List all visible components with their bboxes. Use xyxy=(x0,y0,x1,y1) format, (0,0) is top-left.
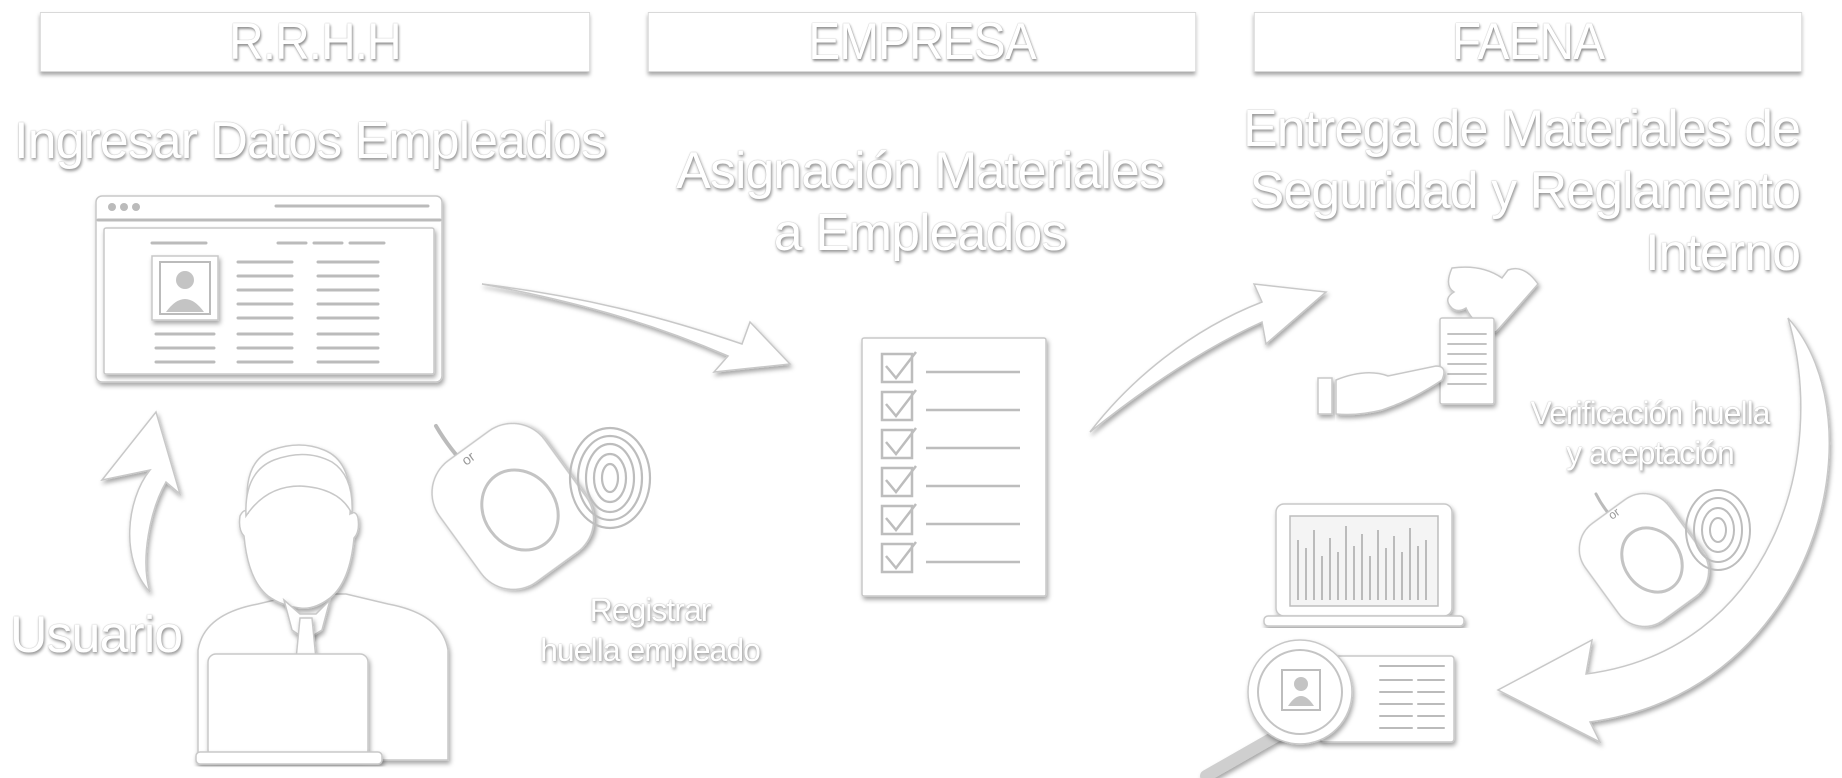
arrow-up-icon xyxy=(100,410,182,593)
title-entrega-line-1: Entrega de Materiales de xyxy=(1242,100,1801,158)
title-asignacion-materiales: Asignación Materiales a Empleados xyxy=(640,140,1200,264)
hand-giving-document-icon xyxy=(1317,266,1539,416)
header-empresa: EMPRESA xyxy=(647,12,1197,72)
title-ingresar-datos: Ingresar Datos Empleados xyxy=(14,112,607,170)
header-faena: FAENA xyxy=(1253,12,1803,72)
magnifier-profile-icon xyxy=(1200,639,1455,778)
label-registrar-huella: Registrar huella empleado xyxy=(520,590,780,670)
checklist-icon xyxy=(861,337,1047,597)
fingerprint-scanner-icon: or xyxy=(1578,489,1751,628)
title-asignacion-line-1: Asignación Materiales xyxy=(676,142,1165,200)
header-rrhh: R.R.H.H xyxy=(39,12,591,72)
arrow-right-icon xyxy=(481,283,792,373)
laptop-chart-icon xyxy=(1263,503,1465,627)
label-usuario: Usuario xyxy=(10,606,183,664)
arrow-curved-down-icon xyxy=(1496,317,1830,744)
fingerprint-scanner-icon: or xyxy=(431,422,652,591)
label-verificacion-line-1: Verificación huella xyxy=(1530,395,1771,431)
title-asignacion-line-2: a Empleados xyxy=(773,204,1068,262)
label-verificacion-line-2: y aceptación xyxy=(1566,435,1735,471)
label-registrar-line-1: Registrar xyxy=(589,592,712,628)
title-entrega-line-2: Seguridad y Reglamento xyxy=(1249,162,1801,220)
employee-form-window-icon xyxy=(95,195,443,383)
title-entrega-materiales: Entrega de Materiales de Seguridad y Reg… xyxy=(1230,98,1801,284)
arrow-up-right-icon xyxy=(1089,283,1328,433)
label-verificacion-huella: Verificación huella y aceptación xyxy=(1500,393,1800,473)
label-registrar-line-2: huella empleado xyxy=(540,632,761,668)
title-entrega-line-3: Interno xyxy=(1645,224,1801,282)
user-at-laptop-icon xyxy=(195,444,449,765)
